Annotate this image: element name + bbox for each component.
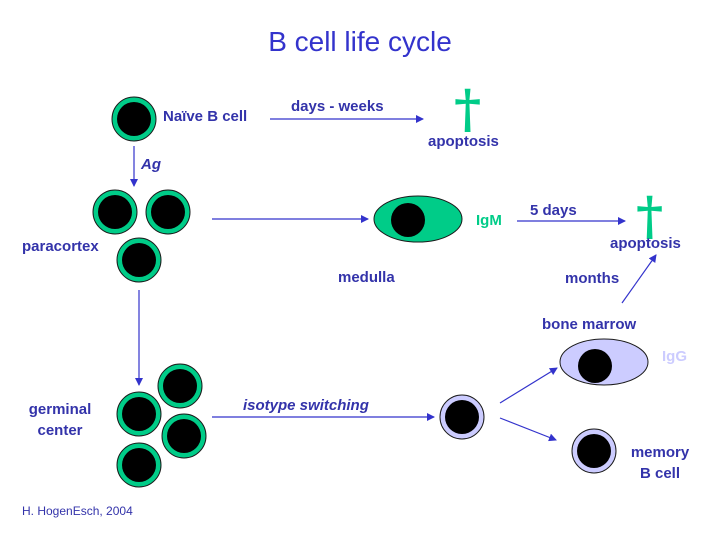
naive-b-cell xyxy=(111,96,157,142)
arrow-switched-to-igg xyxy=(499,367,558,404)
credit-text: H. HogenEsch, 2004 xyxy=(22,504,133,518)
igm-plasma-cell xyxy=(373,195,463,243)
label-germinal: germinal xyxy=(28,401,92,418)
arrow-switched-to-memory xyxy=(499,417,557,442)
label-b-cell: B cell xyxy=(639,465,681,482)
label-days-weeks: days - weeks xyxy=(291,98,384,115)
label-ag: Ag xyxy=(141,156,161,173)
label-medulla: medulla xyxy=(338,269,395,286)
label-5-days: 5 days xyxy=(530,202,577,219)
label-apoptosis-2: apoptosis xyxy=(610,235,681,252)
label-bone-marrow: bone marrow xyxy=(542,316,637,333)
igg-plasma-cell xyxy=(559,338,649,386)
label-memory: memory xyxy=(630,444,690,461)
label-apoptosis-1: apoptosis xyxy=(428,133,499,150)
label-igm: IgM xyxy=(476,212,502,229)
death-dagger-icon-2: † xyxy=(636,186,664,247)
paracortex-cells xyxy=(92,189,191,283)
germinal-center-cells xyxy=(116,363,207,488)
death-dagger-icon: † xyxy=(454,79,482,140)
label-paracortex: paracortex xyxy=(22,238,99,255)
page-title: B cell life cycle xyxy=(268,26,452,57)
switched-b-cell xyxy=(439,394,485,440)
label-isotype-switching: isotype switching xyxy=(243,397,369,414)
label-months: months xyxy=(565,270,620,287)
memory-b-cell xyxy=(571,428,617,474)
label-center: center xyxy=(37,422,83,439)
arrow-bone-marrow-to-apoptosis xyxy=(621,254,657,304)
label-naive-b-cell: Naïve B cell xyxy=(163,108,248,125)
label-igg: IgG xyxy=(662,348,687,365)
